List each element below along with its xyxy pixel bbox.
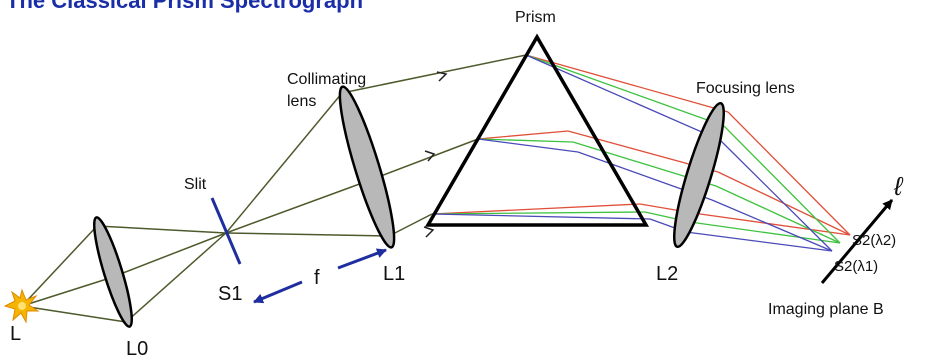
source-label: L bbox=[10, 323, 21, 345]
condenser-rays bbox=[96, 225, 227, 323]
dispersed-rays-green bbox=[431, 54, 841, 244]
focusing-lens-label: Focusing lens bbox=[696, 80, 795, 97]
imaging-plane-label: Imaging plane B bbox=[768, 301, 884, 318]
lens-l0-label: L0 bbox=[126, 338, 148, 360]
collimating-lens-label-line2: lens bbox=[287, 93, 316, 110]
arrow-head-icon bbox=[423, 71, 448, 238]
image-s2-lambda2-label: S2(λ2) bbox=[852, 232, 896, 249]
focal-length-arrow-right bbox=[337, 248, 387, 270]
diverging-rays bbox=[225, 92, 390, 237]
prism-triangle bbox=[424, 33, 650, 227]
focal-length-label: f bbox=[314, 267, 320, 289]
image-s2-lambda1-label: S2(λ1) bbox=[834, 258, 878, 275]
prism-label: Prism bbox=[515, 9, 556, 26]
collimated-rays bbox=[341, 54, 527, 237]
lens-l2-focusing bbox=[673, 101, 725, 249]
collimating-lens-label-line1: Collimating bbox=[287, 71, 366, 88]
imaging-plane-line bbox=[820, 199, 894, 284]
slit-label: Slit bbox=[184, 176, 207, 193]
lens-l1-label: L1 bbox=[383, 263, 405, 285]
lens-l0 bbox=[92, 216, 134, 328]
star-burst-icon bbox=[3, 288, 40, 324]
diagram-title: The Classical Prism Spectrograph bbox=[6, 0, 363, 13]
slit-s1-label: S1 bbox=[218, 283, 242, 305]
lens-l2-label: L2 bbox=[656, 263, 678, 285]
source-rays bbox=[21, 225, 127, 323]
focal-length-arrow-left bbox=[253, 280, 303, 304]
axis-ell-label: ℓ bbox=[893, 171, 904, 201]
lens-l1-collimating bbox=[338, 85, 396, 249]
slit bbox=[210, 197, 242, 265]
